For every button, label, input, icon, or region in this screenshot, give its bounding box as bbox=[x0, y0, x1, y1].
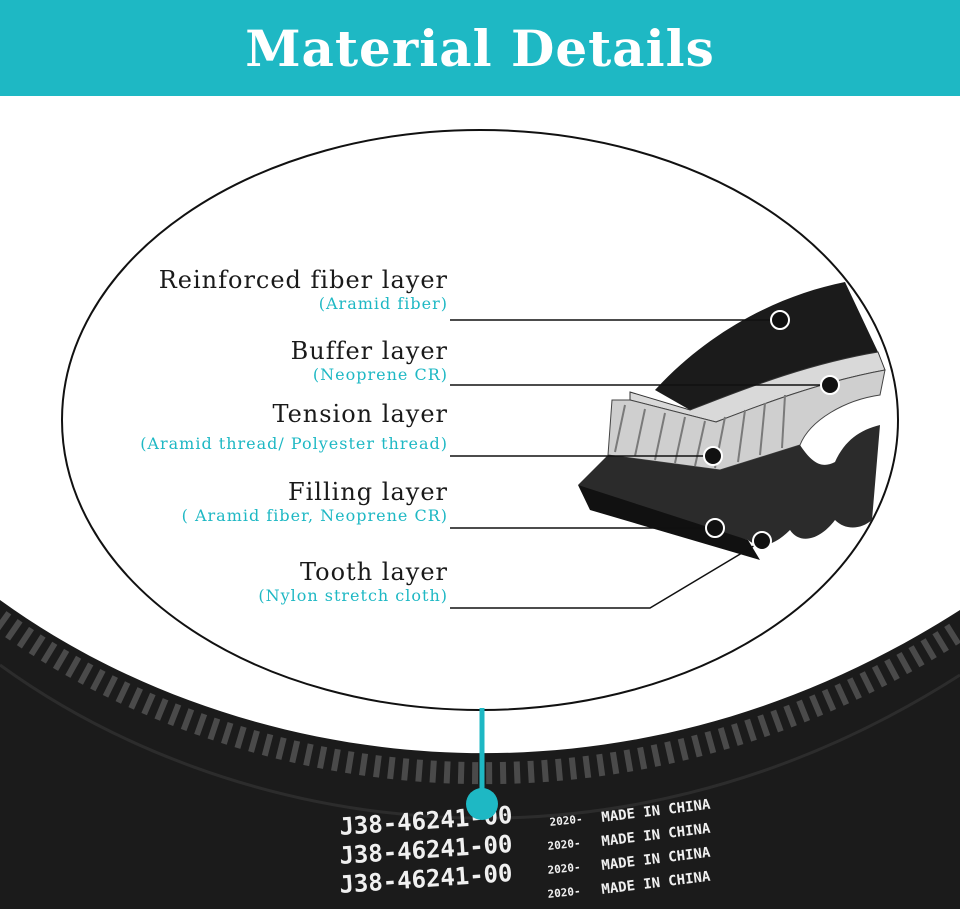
tooth-section-face bbox=[578, 485, 760, 560]
leader-lines bbox=[450, 319, 830, 609]
leader-dots bbox=[703, 310, 840, 551]
filling-section bbox=[578, 425, 880, 546]
filling-marker bbox=[705, 518, 725, 538]
layer-material: (Neoprene CR) bbox=[312, 365, 448, 384]
layer-material: (Nylon stretch cloth) bbox=[258, 586, 448, 605]
layer-label-reinforced-fiber: Reinforced fiber layer (Aramid fiber) bbox=[159, 266, 448, 314]
belt-cross-section bbox=[578, 282, 886, 560]
zoom-pointer bbox=[466, 708, 498, 820]
layer-label-tension: Tension layer (Aramid thread/ Polyester … bbox=[140, 400, 448, 454]
layer-name: Reinforced fiber layer bbox=[158, 266, 448, 294]
layer-name: Tooth layer bbox=[300, 558, 448, 586]
layer-material: (Aramid thread/ Polyester thread) bbox=[140, 434, 448, 453]
belt-year: 2020- bbox=[547, 861, 581, 877]
layer-name: Filling layer bbox=[287, 478, 448, 506]
layer-name: Buffer layer bbox=[290, 337, 448, 365]
layer-label-buffer: Buffer layer (Neoprene CR) bbox=[291, 337, 448, 385]
layer-label-tooth: Tooth layer (Nylon stretch cloth) bbox=[258, 558, 448, 606]
buffer-marker bbox=[820, 375, 840, 395]
tension-marker bbox=[703, 446, 723, 466]
layer-name: Tension layer bbox=[272, 400, 448, 428]
belt-tooth-edge bbox=[0, 611, 960, 785]
layer-material: ( Aramid fiber, Neoprene CR) bbox=[181, 506, 448, 525]
belt-year: 2020- bbox=[549, 813, 583, 829]
header-banner: Material Details bbox=[0, 0, 960, 96]
reinforced-fiber-section bbox=[655, 282, 878, 410]
reinforced-fiber-marker bbox=[770, 310, 790, 330]
layer-label-filling: Filling layer ( Aramid fiber, Neoprene C… bbox=[182, 478, 448, 526]
page-title: Material Details bbox=[245, 18, 715, 78]
belt-year: 2020- bbox=[547, 885, 581, 901]
layer-material: (Aramid fiber) bbox=[318, 294, 448, 313]
belt-year: 2020- bbox=[547, 837, 581, 853]
tooth-marker bbox=[752, 531, 772, 551]
belt-side-highlight bbox=[0, 663, 960, 820]
